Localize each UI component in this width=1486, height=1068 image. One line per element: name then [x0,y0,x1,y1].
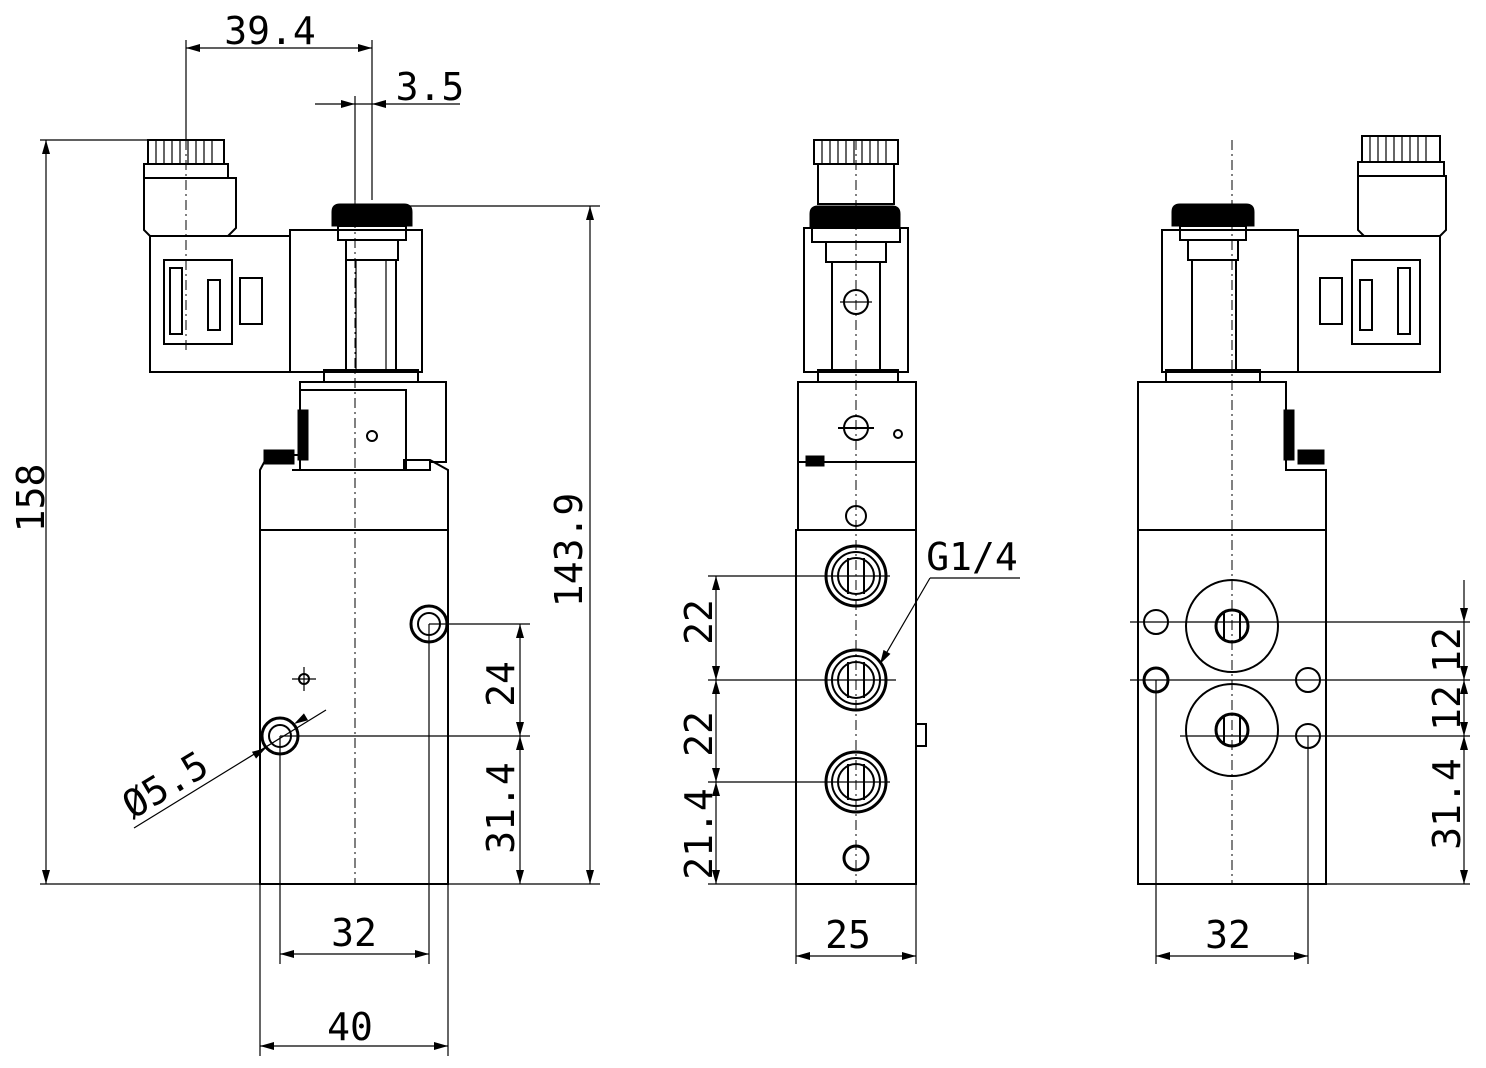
dim-back-hole-spacing: 32 [1205,913,1251,957]
connector-cap [143,139,237,237]
dim-hole-pitch: 24 [479,661,523,707]
dim-coil-offset: 39.4 [224,9,316,53]
back-view: 12 12 31.4 32 [1130,135,1470,964]
dim-port-pitch-1: 22 [677,599,721,645]
dim-hole-bottom: 31.4 [479,762,523,854]
connector-cap [1357,135,1447,237]
dim-hole-spacing: 32 [331,911,377,955]
label-port-thread: G1/4 [926,535,1018,579]
coil-box [149,229,423,373]
dim-front-width: 25 [825,913,871,957]
dim-back-pitch-bottom: 12 [1425,685,1469,731]
dim-to-top: 143.9 [547,493,591,607]
dim-hole-dia: Ø5.5 [115,742,216,827]
dim-stem-offset: 3.5 [396,65,465,109]
dim-width: 40 [327,1005,373,1049]
knob [331,203,413,261]
dim-total-height: 158 [9,464,53,533]
stem [345,259,397,371]
dim-port-bottom: 21.4 [677,788,721,880]
dim-port-pitch-2: 22 [677,711,721,757]
front-view: 22 22 21.4 G1/4 25 [677,139,1020,964]
dim-back-bottom: 31.4 [1425,758,1469,850]
side-view: 39.4 3.5 158 143.9 24 31.4 [9,9,600,1056]
dim-back-pitch-top: 12 [1425,627,1469,673]
